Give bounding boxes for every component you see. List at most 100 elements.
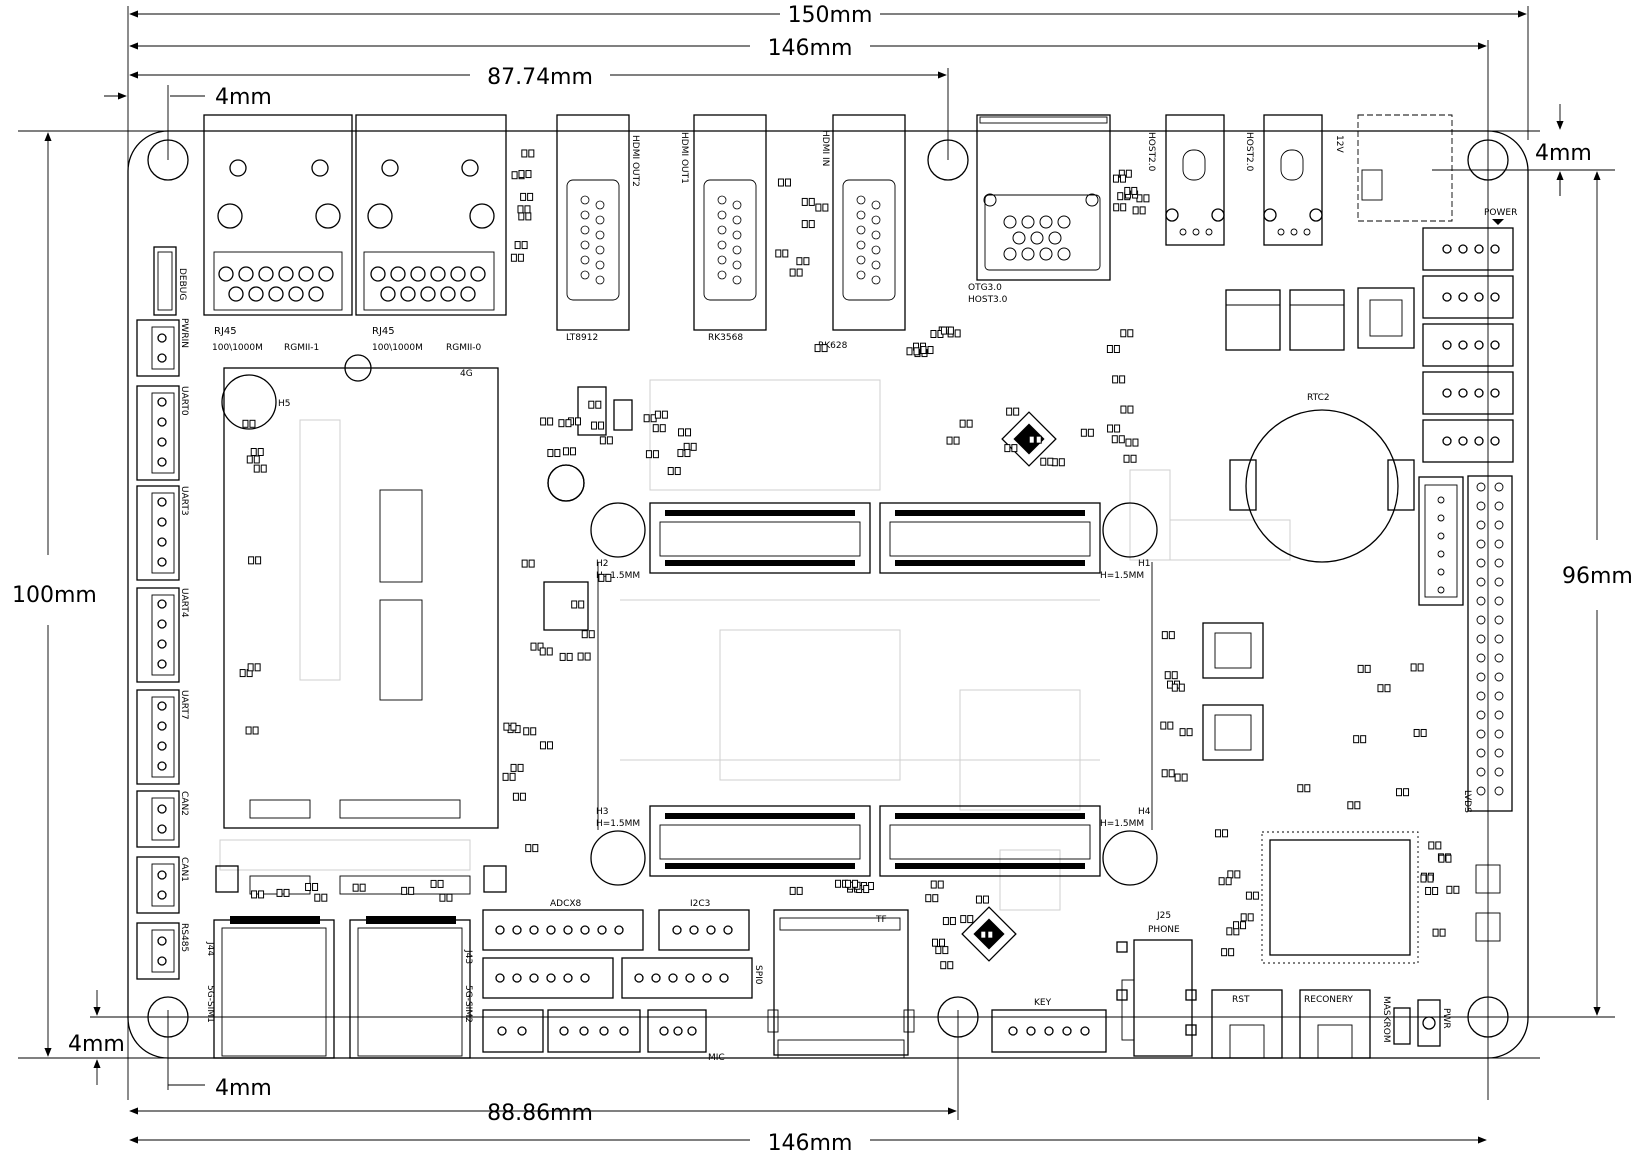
rgmii-0-label: RGMII-0 xyxy=(446,343,482,353)
phone-label: PHONE xyxy=(1148,925,1180,935)
smd-pad-pair xyxy=(1297,784,1311,793)
rk628-label: RK628 xyxy=(818,341,848,351)
lvds-pin xyxy=(1476,482,1486,492)
smd-pad-pair xyxy=(960,915,974,924)
tf-card-slot xyxy=(767,909,915,1059)
maskrom-label: MASKROM xyxy=(1381,996,1391,1043)
lvds-pin xyxy=(1476,710,1486,720)
hdmi-in-label: HDMI IN xyxy=(820,130,830,166)
smd-pad-pair xyxy=(581,630,595,639)
otg30-label: OTG3.0 xyxy=(968,283,1002,293)
i2c3-label: I2C3 xyxy=(690,899,710,909)
uart3-label: UART3 xyxy=(179,486,189,516)
smd-pad-pair xyxy=(253,464,267,473)
h2-height-label: H=1.5MM xyxy=(596,571,640,581)
dim-96mm: 96mm xyxy=(1562,564,1633,589)
rgmii-1-label: RGMII-1 xyxy=(284,343,319,353)
board-outline xyxy=(127,130,1529,1059)
h5-hole xyxy=(221,374,277,430)
smd-pad-pair xyxy=(245,726,259,735)
lvds-pin xyxy=(1476,615,1486,625)
hdmi-out1-label: HDMI OUT1 xyxy=(679,132,689,184)
dim-146mm-bottom: 146mm xyxy=(768,1131,853,1151)
smd-pad-pair xyxy=(775,249,789,258)
smd-pad-pair xyxy=(514,241,528,250)
smd-pad-pair xyxy=(1240,913,1254,922)
dim-146mm-top: 146mm xyxy=(768,36,853,61)
smd-pad-pair xyxy=(571,600,585,609)
smd-pad-pair xyxy=(1120,405,1134,414)
smd-pad-pair xyxy=(503,722,517,731)
smd-pad-pair xyxy=(1227,870,1241,879)
smd-pad-pair xyxy=(1080,428,1094,437)
dc-12v-jack xyxy=(1357,114,1453,222)
lvds-pin xyxy=(1494,710,1504,720)
smd-pad-pair xyxy=(654,410,668,419)
smd-pad-pair xyxy=(539,647,553,656)
smd-pad-pair xyxy=(510,763,524,772)
faint-silkscreen xyxy=(219,379,1291,911)
rk3568-label: RK3568 xyxy=(708,333,743,343)
4g-label: 4G xyxy=(460,369,473,379)
lvds-pin xyxy=(1476,653,1486,663)
smd-pad-pair xyxy=(1161,769,1175,778)
rs485-label: RS485 xyxy=(179,923,189,952)
key-connector xyxy=(991,1009,1107,1053)
smd-pad-pair xyxy=(1123,454,1137,463)
tf-label: TF xyxy=(875,915,887,925)
lvds-pin xyxy=(1494,577,1504,587)
lvds-pin xyxy=(1494,672,1504,682)
core-board-holes xyxy=(590,502,1158,886)
smd-pad-pair xyxy=(1107,424,1121,433)
smd-pad-pair xyxy=(678,428,692,437)
smd-pad-pair xyxy=(250,447,264,456)
core-board-connectors xyxy=(649,502,1101,877)
smd-pad-pair xyxy=(667,467,681,476)
rj45-2-speed-label: 100\1000M xyxy=(372,343,423,353)
lvds-pin xyxy=(1476,767,1486,777)
lvds-pin xyxy=(1494,748,1504,758)
can1-label: CAN1 xyxy=(179,857,189,882)
smd-pad-pair xyxy=(1028,435,1042,444)
smd-pad-pair xyxy=(558,419,572,428)
smd-pad-pair xyxy=(1161,631,1175,640)
lvds-pin xyxy=(1476,672,1486,682)
smd-pad-pair xyxy=(1051,458,1065,467)
lvds-pin xyxy=(1476,520,1486,530)
smd-pad-pair xyxy=(599,436,613,445)
spi0-label: SPI0 xyxy=(753,965,763,985)
smd-pad-pair xyxy=(517,205,531,214)
lvds-pin xyxy=(1494,767,1504,777)
bottom-headers xyxy=(482,909,753,1053)
lvds-pin xyxy=(1476,539,1486,549)
smd-pad-pair xyxy=(1233,921,1247,930)
adcx8-label: ADCX8 xyxy=(550,899,582,909)
side-connector-vertical xyxy=(1418,476,1464,606)
smd-pad-pair xyxy=(1160,721,1174,730)
lvds-pin xyxy=(1494,558,1504,568)
dim-4mm-top-right: 4mm xyxy=(1535,141,1592,166)
smd-pad-pair xyxy=(1106,345,1120,354)
lvds-pin xyxy=(1494,615,1504,625)
rj45-1-label: RJ45 xyxy=(214,326,237,337)
rtc2-label: RTC2 xyxy=(1307,393,1330,403)
lvds-pin xyxy=(1494,482,1504,492)
lvds-pin xyxy=(1494,596,1504,606)
h5-label: H5 xyxy=(278,399,291,409)
dim-87-74mm: 87.74mm xyxy=(487,65,593,90)
smd-pad-pair xyxy=(559,652,573,661)
smd-pad-pair xyxy=(247,663,261,672)
smd-pad-pair xyxy=(1136,194,1150,203)
smd-pad-pair xyxy=(251,890,265,899)
host20-a-label: HOST2.0 xyxy=(1146,132,1156,172)
dim-4mm-bottom-left-v: 4mm xyxy=(68,1032,125,1057)
mic-label: MIC xyxy=(708,1053,725,1063)
smd-pad-pair xyxy=(1353,735,1367,744)
debug-connector xyxy=(153,246,177,316)
smd-pad-pair xyxy=(1410,663,1424,672)
lvds-pin xyxy=(1494,539,1504,549)
smd-pad-pair xyxy=(314,893,328,902)
uart0-label: UART0 xyxy=(179,386,189,416)
4g-module xyxy=(215,367,507,895)
lvds-pin xyxy=(1494,691,1504,701)
